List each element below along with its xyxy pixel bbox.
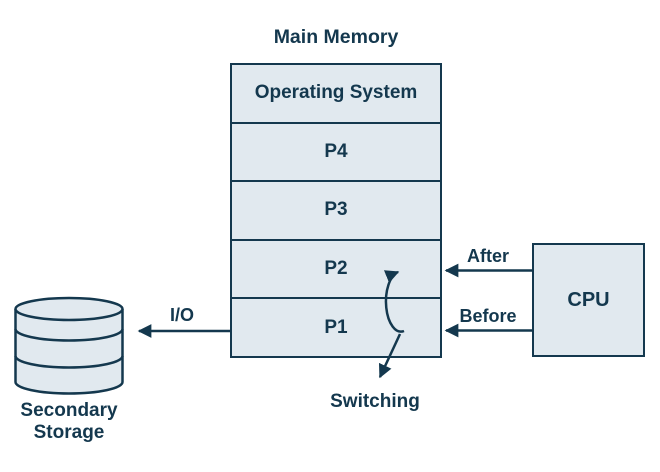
secondary-storage-label-line2: Storage — [33, 422, 105, 443]
switching-label: Switching — [330, 391, 420, 412]
memory-row-p1-label: P1 — [324, 316, 348, 338]
memory-row-os-label: Operating System — [254, 82, 418, 104]
secondary-storage-label: Secondary Storage — [0, 400, 138, 444]
memory-row-p2-label: P2 — [324, 258, 348, 280]
cpu-label: CPU — [567, 288, 610, 311]
memory-row-p3: P3 — [232, 182, 440, 241]
main-memory-box: Operating System P4 P3 P2 P1 — [230, 63, 442, 358]
secondary-storage-icon — [14, 296, 124, 395]
secondary-storage-label-line1: Secondary — [20, 400, 118, 421]
before-arrow-label: Before — [459, 306, 517, 326]
memory-row-p1: P1 — [232, 299, 440, 356]
memory-row-p4: P4 — [232, 124, 440, 183]
io-arrow-label: I/O — [169, 305, 194, 325]
after-arrow-label: After — [466, 246, 509, 266]
memory-row-p4-label: P4 — [324, 140, 348, 162]
memory-row-os: Operating System — [232, 65, 440, 124]
cpu-box: CPU — [532, 243, 645, 357]
memory-row-p2: P2 — [232, 241, 440, 300]
memory-row-p3-label: P3 — [324, 199, 348, 221]
main-memory-title: Main Memory — [273, 26, 399, 48]
